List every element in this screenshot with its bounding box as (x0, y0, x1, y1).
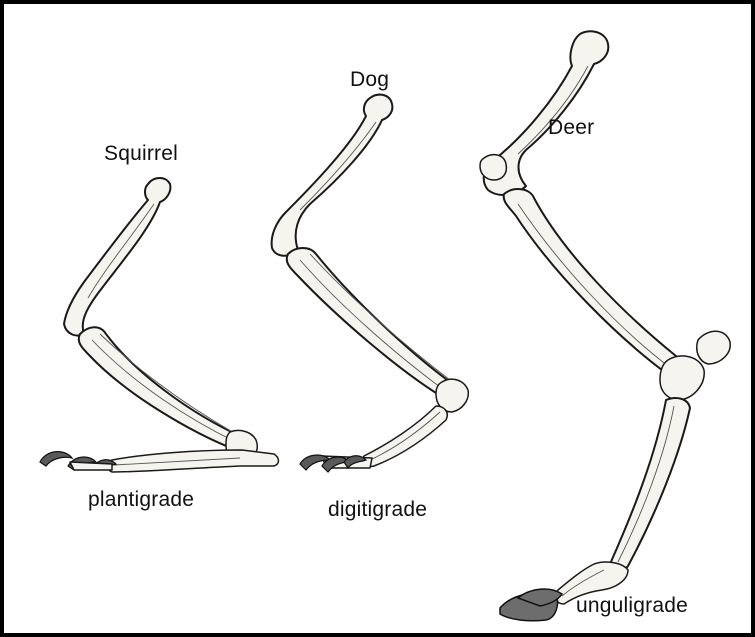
dog-limb (272, 95, 469, 472)
digitigrade-label: digitigrade (328, 498, 427, 522)
squirrel-humerus (64, 178, 170, 336)
deer-forearm (504, 189, 681, 376)
limb-illustration (4, 4, 751, 633)
dog-label: Dog (350, 68, 389, 92)
deer-cannon-bone (610, 398, 690, 571)
squirrel-claw-1 (40, 452, 72, 466)
plantigrade-label: plantigrade (88, 488, 194, 512)
deer-limb (480, 31, 730, 621)
squirrel-label: Squirrel (104, 142, 178, 166)
deer-olecranon (697, 331, 730, 364)
deer-wrist (660, 356, 704, 400)
deer-humerus-head (480, 155, 506, 180)
unguligrade-label: unguligrade (576, 594, 688, 618)
dog-humerus (272, 95, 393, 256)
dog-forearm (287, 248, 453, 398)
squirrel-limb (40, 178, 279, 472)
squirrel-forearm (79, 327, 244, 450)
deer-label: Deer (548, 116, 594, 140)
